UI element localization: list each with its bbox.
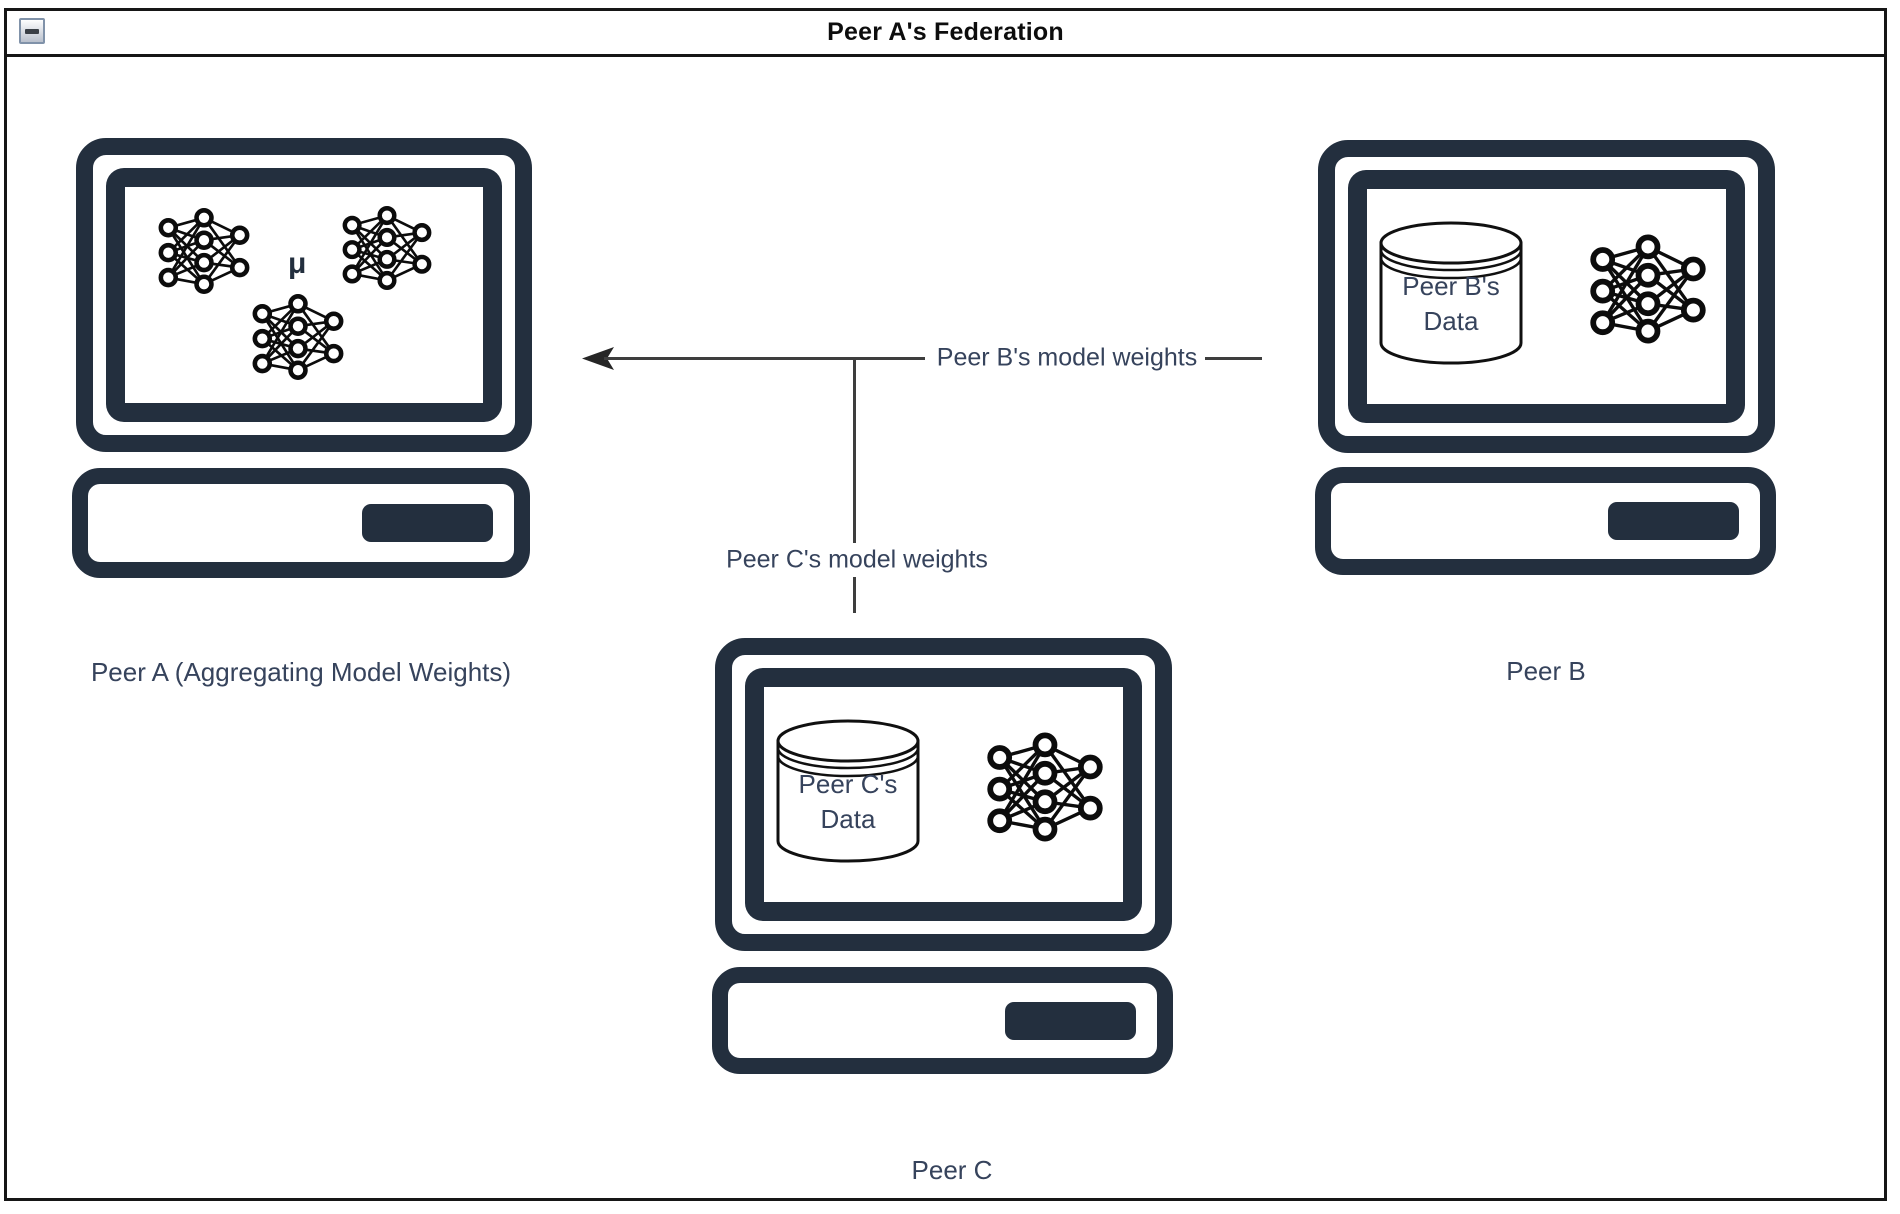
peer-a-screen-bezel: μ [106,168,502,422]
peer-b-computer-monitor[interactable]: Peer B's Data [1318,140,1775,453]
neural-network-icon [251,293,345,381]
peer-a-computer-monitor[interactable]: μ [76,138,532,452]
edge-line [853,360,856,543]
database-cylinder-icon: Peer C's Data [774,717,922,865]
minus-icon [25,28,39,34]
peer-c-computer-base[interactable] [712,967,1173,1074]
neural-network-icon [341,205,433,291]
database-cylinder-icon: Peer B's Data [1377,219,1525,367]
peer-a-screen: μ [125,187,483,403]
edge-line [1205,357,1262,360]
edge-label-peer-b: Peer B's model weights [936,343,1198,372]
peer-b-label: Peer B [1506,656,1586,686]
edge-line [853,577,856,613]
federation-group-frame: Peer A's Federation μ Peer A (Aggregatin… [4,8,1887,1201]
peer-c-label: Peer C [911,1155,993,1185]
mu-aggregation-symbol: μ [288,247,307,280]
arrowhead-left-icon [582,347,614,370]
peer-c-computer-monitor[interactable]: Peer C's Data [715,638,1172,951]
group-title-bar: Peer A's Federation [7,11,1884,57]
neural-network-icon [157,207,251,295]
peer-b-screen-bezel: Peer B's Data [1348,170,1745,423]
neural-network-icon [986,731,1104,843]
peer-c-screen: Peer C's Data [764,687,1123,902]
peer-b-screen: Peer B's Data [1367,189,1726,404]
peer-a-label: Peer A (Aggregating Model Weights) [90,657,512,687]
peer-b-data-label: Peer B's Data [1402,271,1500,336]
collapse-button[interactable] [19,18,45,44]
neural-network-icon [1589,233,1707,345]
peer-c-data-label: Peer C's Data [798,769,898,834]
edge-label-peer-c: Peer C's model weights [726,545,988,574]
edge-line [604,357,925,360]
peer-a-drive-slot [362,504,493,542]
peer-a-computer-base[interactable] [72,468,530,578]
peer-c-screen-bezel: Peer C's Data [745,668,1142,921]
diagram-title: Peer A's Federation [827,18,1064,46]
peer-c-drive-slot [1005,1001,1136,1040]
peer-b-drive-slot [1608,502,1739,540]
peer-b-computer-base[interactable] [1315,467,1776,575]
